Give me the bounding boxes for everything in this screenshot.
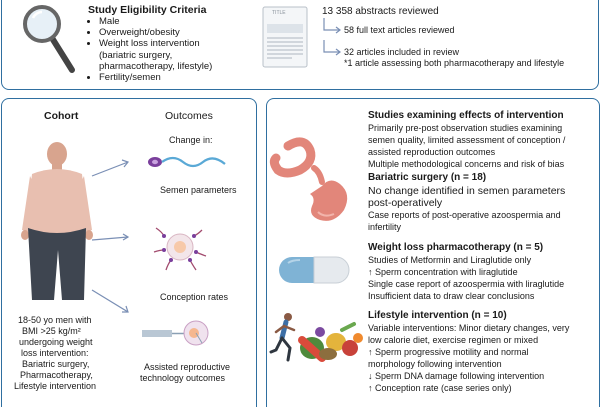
- document-title-label: TITLE: [272, 10, 286, 16]
- cohort-line: Lifestyle intervention: [14, 381, 97, 391]
- cohort-line: loss intervention:: [21, 348, 89, 358]
- bariatric-line: infertility: [368, 222, 402, 232]
- cohort-line: Bariatric surgery,: [22, 359, 90, 369]
- healthy-food-icon: [298, 322, 363, 362]
- flow-arrow: [323, 18, 341, 34]
- criteria-item: Male: [99, 16, 212, 27]
- cohort-line: undergoing weight: [19, 337, 93, 347]
- pharma-line: Insufficient data to draw clear conclusi…: [368, 291, 535, 301]
- pharma-line: Studies of Metformin and Liraglutide onl…: [368, 255, 532, 265]
- lifestyle-line: ↑ Sperm progressive motility and normal: [368, 347, 529, 357]
- art-outcomes-label-1: Assisted reproductive: [144, 362, 231, 372]
- cohort-line: BMI >25 kg/m²: [22, 326, 81, 336]
- criteria-item: Overweight/obesity: [99, 27, 212, 38]
- change-label: Change in:: [169, 135, 213, 145]
- bariatric-line: Case reports of post-operative azoosperm…: [368, 210, 561, 220]
- pharma-line: ↑ Sperm concentration with liraglutide: [368, 267, 518, 277]
- egg-sperm-icon: [153, 227, 207, 271]
- lifestyle-line: low calorie diet, exercise regimen or mi…: [368, 335, 539, 345]
- effects-line: assisted reproduction outcomes: [368, 147, 496, 157]
- criteria-item: Fertility/semen: [99, 72, 212, 83]
- flow-arrow: [323, 40, 341, 56]
- icsi-pipette-icon: [142, 320, 209, 346]
- abstracts-count: 13 358 abstracts reviewed: [322, 6, 439, 17]
- runner-icon: [269, 313, 296, 362]
- sperm-icon: [148, 156, 226, 168]
- fulltext-count: 58 full text articles reviewed: [344, 25, 455, 35]
- criteria-item: Weight loss intervention: [99, 38, 212, 49]
- included-note: *1 article assessing both pharmacotherap…: [344, 58, 565, 68]
- arrow-to-conception: [91, 236, 129, 241]
- arrow-to-semen: [91, 161, 129, 177]
- criteria-title: Study Eligibility Criteria: [88, 4, 207, 16]
- bariatric-big-line: No change identified in semen parameters: [368, 185, 566, 197]
- bariatric-big-line: post-operatively: [368, 197, 443, 209]
- art-outcomes-label-2: technology outcomes: [140, 373, 226, 383]
- cohort-line: 18-50 yo men with: [18, 315, 92, 325]
- cohort-line: Pharmacotherapy,: [20, 370, 93, 380]
- criteria-item: (bariatric surgery,: [99, 49, 173, 61]
- review-flow-panel: [252, 0, 599, 90]
- capsule-icon: [279, 256, 350, 284]
- outcomes-heading: Outcomes: [165, 110, 213, 122]
- effects-line: Multiple methodological concerns and ris…: [368, 159, 565, 169]
- effects-line: semen quality, limited assessment of con…: [368, 135, 566, 145]
- effects-heading: Studies examining effects of interventio…: [368, 110, 564, 121]
- effects-line: Primarily pre-post observation studies e…: [368, 123, 563, 133]
- semen-parameters-label: Semen parameters: [160, 185, 237, 195]
- man-figure-icon: [21, 142, 93, 300]
- document-icon: [262, 6, 308, 68]
- conception-rates-label: Conception rates: [160, 292, 229, 302]
- lifestyle-line: ↓ Sperm DNA damage following interventio…: [368, 371, 545, 381]
- magnifying-glass-icon: [23, 5, 75, 73]
- stomach-icon: [269, 137, 348, 221]
- bariatric-heading: Bariatric surgery (n = 18): [368, 172, 487, 183]
- arrow-to-art: [91, 289, 129, 313]
- pharma-heading: Weight loss pharmacotherapy (n = 5): [368, 242, 544, 253]
- lifestyle-line: ↑ Conception rate (case series only): [368, 383, 512, 393]
- lifestyle-line: Variable interventions: Minor dietary ch…: [368, 323, 570, 333]
- lifestyle-heading: Lifestyle intervention (n = 10): [368, 310, 507, 321]
- included-count: 32 articles included in review: [344, 47, 460, 57]
- pharma-line: Single case report of azoospermia with l…: [368, 279, 565, 289]
- criteria-list: Male Overweight/obesity Weight loss inte…: [88, 16, 212, 83]
- cohort-heading: Cohort: [44, 110, 79, 122]
- lifestyle-line: morphology following intervention: [368, 359, 502, 369]
- criteria-item: pharmacotherapy, lifestyle): [99, 60, 213, 72]
